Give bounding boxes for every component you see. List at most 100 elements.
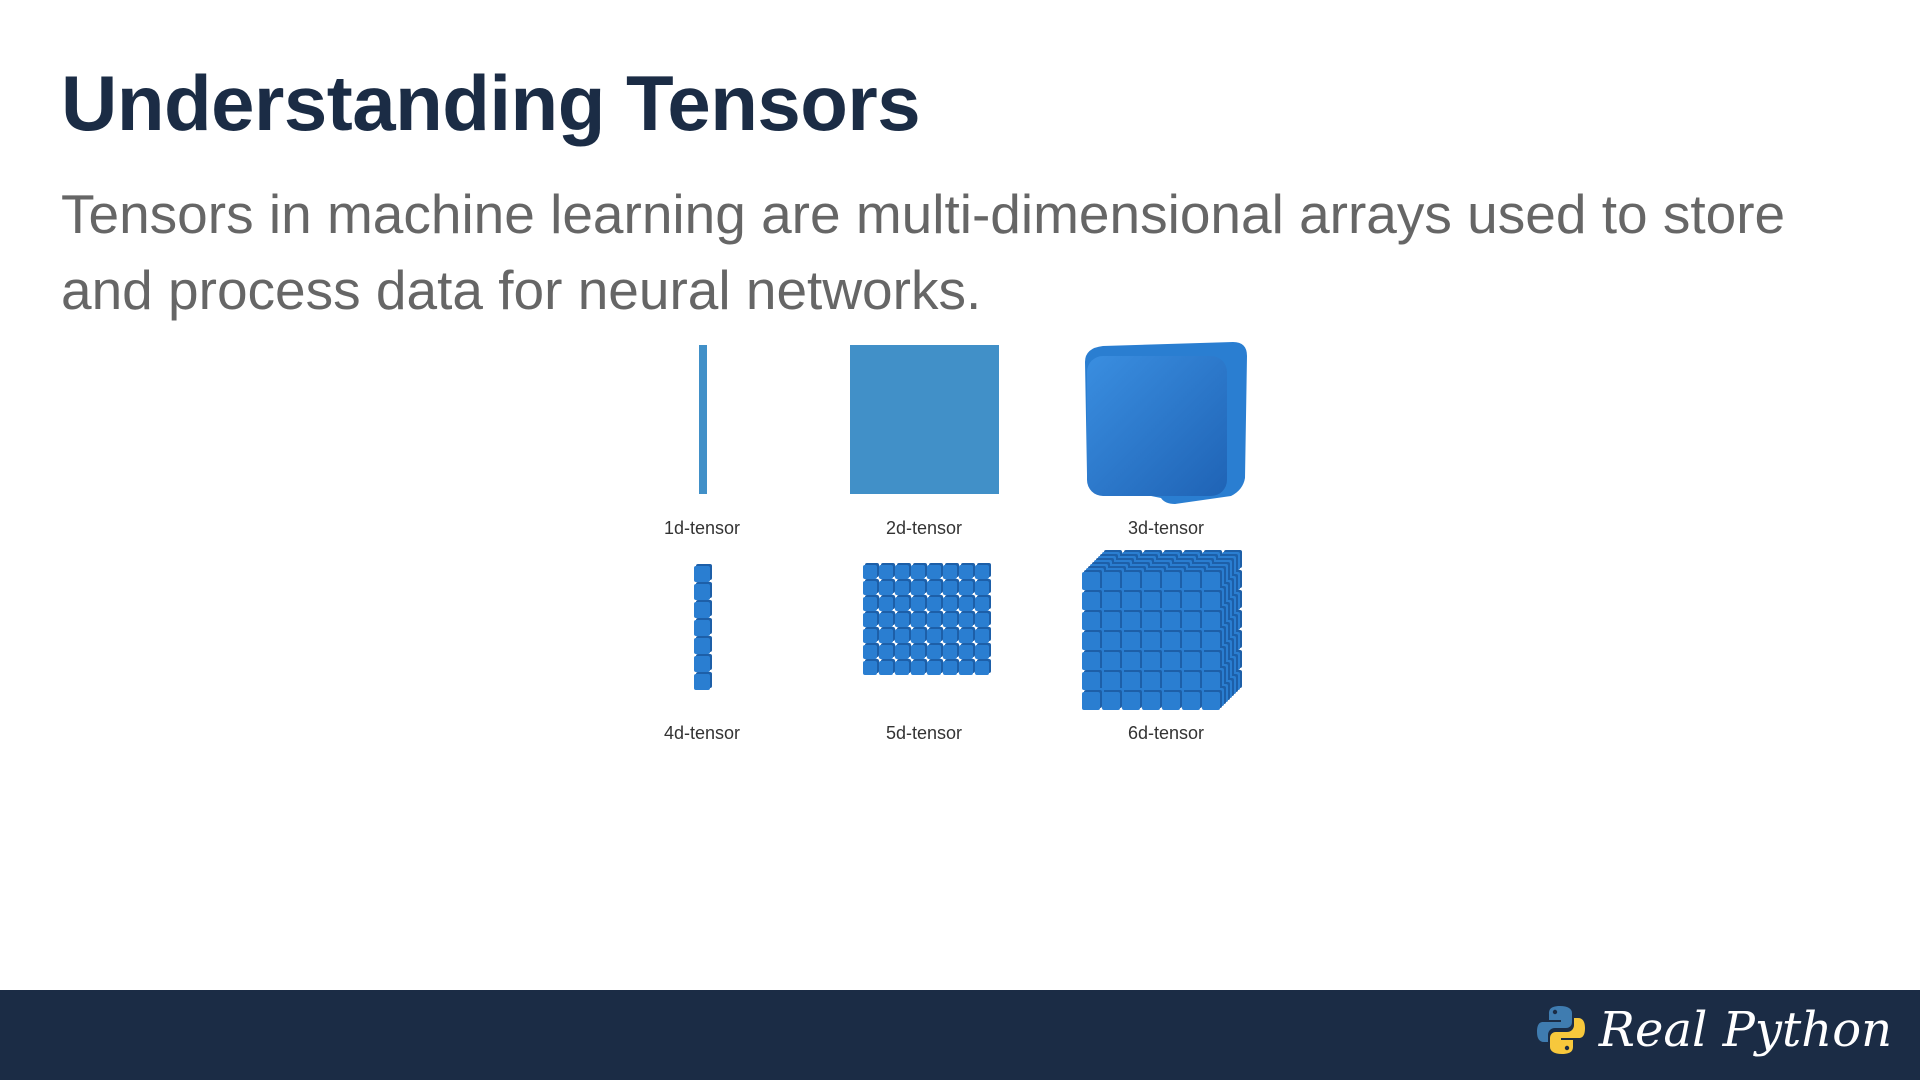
cube-cell	[959, 579, 975, 595]
real-python-logo: Real Python	[1535, 1002, 1892, 1058]
cube-cell	[1102, 630, 1122, 650]
cube-cell	[1142, 630, 1162, 650]
cube-cell	[694, 564, 712, 582]
cube-cell	[1122, 630, 1142, 650]
cube-cell	[911, 659, 927, 675]
cube-cell	[895, 627, 911, 643]
cube-cell	[975, 595, 991, 611]
cube-cell	[863, 611, 879, 627]
cube-cell	[694, 582, 712, 600]
cube-cell	[1122, 590, 1142, 610]
cube-cell	[927, 579, 943, 595]
cube-cell	[1102, 570, 1122, 590]
cube-cell	[1082, 570, 1102, 590]
cube-cell	[694, 672, 712, 690]
cube-cell	[1182, 670, 1202, 690]
cube-cell	[1142, 570, 1162, 590]
cube-cell	[1082, 650, 1102, 670]
cube-cell	[694, 600, 712, 618]
cube-cell	[911, 627, 927, 643]
cube-cell	[1182, 630, 1202, 650]
footer-bar: Real Python	[0, 990, 1920, 1080]
cube-cell	[1182, 650, 1202, 670]
tensor-3d-image	[1083, 338, 1249, 504]
tensor-3d-label: 3d-tensor	[1127, 518, 1205, 538]
cube-cell	[943, 659, 959, 675]
cube-cell	[927, 611, 943, 627]
cube-cell	[895, 595, 911, 611]
cube-cell	[863, 579, 879, 595]
cube-cell	[694, 636, 712, 654]
cube-cell	[1122, 670, 1142, 690]
cube-cell	[943, 595, 959, 611]
cube-cell	[694, 654, 712, 672]
cube-cell	[943, 611, 959, 627]
cube-cell	[1162, 610, 1182, 630]
cube-cell	[1202, 610, 1222, 630]
cube-cell	[1082, 670, 1102, 690]
cube-cell	[927, 563, 943, 579]
cube-cell	[1202, 590, 1222, 610]
cube-cell	[911, 595, 927, 611]
tensor-2d-label: 2d-tensor	[885, 518, 963, 538]
cube-cell	[1122, 610, 1142, 630]
cube-cell	[1142, 670, 1162, 690]
cube-cell	[863, 659, 879, 675]
cube-cell	[927, 627, 943, 643]
cube-cell	[863, 563, 879, 579]
cube-cell	[1182, 610, 1202, 630]
cube-cell	[943, 563, 959, 579]
tensor-5d-label: 5d-tensor	[885, 723, 963, 743]
cube-cell	[879, 627, 895, 643]
cube-cell	[943, 627, 959, 643]
cube-cell	[975, 611, 991, 627]
cube-cell	[1122, 570, 1142, 590]
tensor-6d-label: 6d-tensor	[1127, 723, 1205, 743]
cube-cell	[1202, 650, 1222, 670]
cube-cell	[895, 643, 911, 659]
cube-cell	[1102, 590, 1122, 610]
cube-cell	[975, 627, 991, 643]
cube-cell	[1082, 610, 1102, 630]
cube-cell	[863, 627, 879, 643]
cube-cell	[863, 643, 879, 659]
cube-cell	[1142, 610, 1162, 630]
cube-cell	[911, 579, 927, 595]
cube-cell	[895, 611, 911, 627]
cube-cell	[863, 595, 879, 611]
tensor-1d-image	[699, 345, 707, 494]
cube-cell	[1202, 670, 1222, 690]
cube-cell	[879, 595, 895, 611]
brand-name: Real Python	[1598, 1002, 1892, 1058]
python-logo-icon	[1536, 1006, 1585, 1054]
cube-cell	[959, 659, 975, 675]
cube-cell	[1122, 690, 1142, 710]
cube-cell	[1142, 650, 1162, 670]
slide-title: Understanding Tensors	[61, 59, 921, 147]
cube-cell	[1162, 590, 1182, 610]
cube-cell	[975, 563, 991, 579]
cube-cell	[1182, 590, 1202, 610]
cube-cell	[1102, 650, 1122, 670]
cube-cell	[879, 643, 895, 659]
tensor-6d-image	[1080, 550, 1248, 723]
cube-cell	[1082, 590, 1102, 610]
cube-cell	[1202, 690, 1222, 710]
cube-cell	[975, 643, 991, 659]
cube-cell	[1082, 630, 1102, 650]
cube-cell	[927, 659, 943, 675]
cube-cell	[1082, 690, 1102, 710]
cube-cell	[1102, 690, 1122, 710]
cube-cell	[959, 595, 975, 611]
cube-cell	[879, 579, 895, 595]
cube-cell	[1162, 690, 1182, 710]
cube-cell	[911, 643, 927, 659]
cube-cell	[959, 611, 975, 627]
cube-cell	[1162, 650, 1182, 670]
cube-cell	[895, 563, 911, 579]
tensor-4d-image	[692, 564, 714, 699]
cube-cell	[1142, 690, 1162, 710]
cube-cell	[694, 618, 712, 636]
tensor-1d-label: 1d-tensor	[663, 518, 741, 538]
cube-cell	[959, 627, 975, 643]
